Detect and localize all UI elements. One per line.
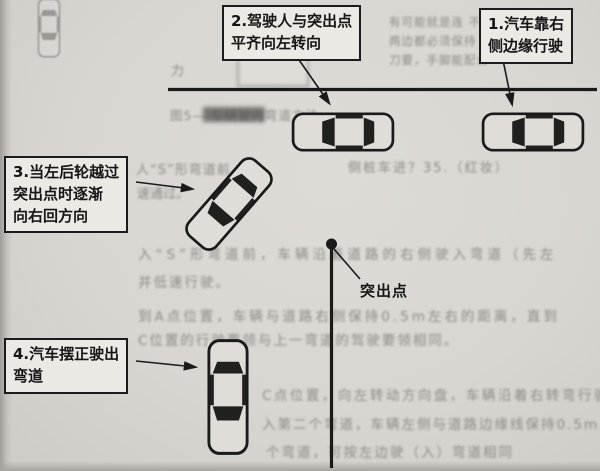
leader-line-step3: [135, 181, 196, 193]
bleed-text: C点位置，向左转动方向盘，车辆沿着右转弯行驶线行驶: [262, 388, 600, 404]
callout-step3: 3.当左后轮越过 突出点时逐渐 向右回方向: [4, 156, 129, 234]
car-step2-at-turn-point: [291, 110, 395, 154]
car-step1-right-edge: [481, 110, 585, 154]
leader-line-step4: [135, 360, 199, 371]
car-step4-exiting: [205, 338, 251, 456]
page-edge-shadow-bottom: [0, 461, 600, 471]
protruding-point-label: 突出点: [360, 282, 409, 300]
bleed-text: 入“S”形弯道前，车辆沿着道路的右侧驶入弯道（先左: [138, 247, 558, 263]
bleed-text: 速通过。: [137, 187, 190, 202]
leader-line-step1: [502, 59, 515, 108]
bleed-dark-blob: [203, 107, 265, 122]
car-icon: [205, 338, 251, 456]
car-icon: [481, 110, 585, 154]
protruding-point-leader: [333, 248, 361, 280]
callout-step1: 1.汽车靠右 侧边缘行驶: [479, 8, 574, 64]
car-icon: [291, 110, 395, 154]
bleed-text: 个弯道，可按左边驶（入）弯道相同: [266, 445, 514, 461]
bleed-text: 有可能就是连 不 两边都必须保持 刀要，手脚能配合: [389, 15, 489, 67]
callout-step2: 2.驾驶人与突出点 平齐向左转向: [222, 5, 362, 61]
protruding-point-dot: [326, 238, 337, 250]
bleed-text: 并低速行驶。: [138, 275, 231, 291]
bleed-text: 倒桩车进？35.（红妆）: [348, 161, 510, 176]
bleed-text: 力: [171, 64, 185, 79]
callout-step4: 4.汽车摆正驶出 弯道: [4, 338, 129, 394]
bleed-text: 到A点位置，车辆与道路右侧保持0.5m左右的距离，直到: [138, 309, 560, 325]
leader-line-step2: [296, 56, 331, 106]
bleed-text: 入第二个弯道，车辆左侧与道路边缘线保持0.5m，还要注: [262, 417, 600, 433]
bleed-text: 人“S”形弯道前，: [136, 163, 245, 178]
